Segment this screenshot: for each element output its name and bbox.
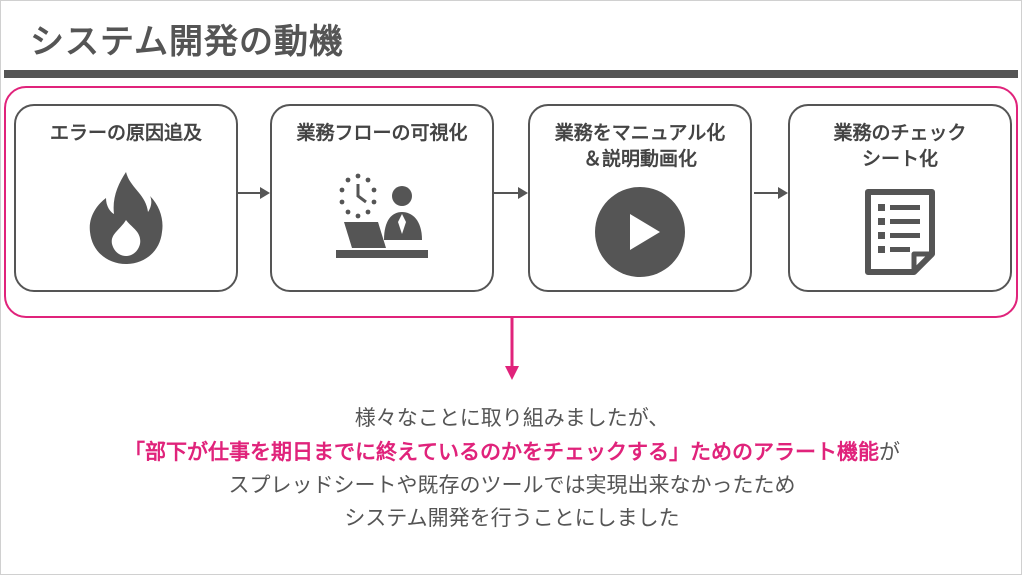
step-label: エラーの原因追及 xyxy=(49,122,202,144)
checklist-document-icon xyxy=(862,188,938,280)
step-card-workflow-visualization: 業務フローの可視化 xyxy=(270,104,494,292)
step-card-checklist: 業務のチェック シート化 xyxy=(788,104,1012,292)
slide-title: システム開発の動機 xyxy=(30,22,344,62)
step-label: 業務をマニュアル化 ＆説明動画化 xyxy=(554,122,726,170)
arrow-right-icon xyxy=(494,187,528,199)
message-line-2-tail: が xyxy=(878,440,900,464)
arrow-right-icon xyxy=(754,187,788,199)
highlight-alert-feature: 「部下が仕事を期日までに終えているのかをチェックする」ためのアラート機能 xyxy=(124,440,879,464)
play-icon xyxy=(594,186,686,282)
worker-clock-icon xyxy=(332,170,432,270)
step-label: 業務のチェック シート化 xyxy=(833,122,967,170)
step-card-manual-video: 業務をマニュアル化 ＆説明動画化 xyxy=(528,104,752,292)
message-line-1: 様々なことに取り組みましたが、 xyxy=(354,406,670,430)
step-card-error-cause: エラーの原因追及 xyxy=(14,104,238,292)
arrow-down-icon xyxy=(505,318,519,380)
message-line-2: 「部下が仕事を期日までに終えているのかをチェックする」ためのアラート機能が xyxy=(0,436,1024,466)
fire-icon xyxy=(86,168,166,272)
title-underline xyxy=(4,70,1018,78)
step-label: 業務フローの可視化 xyxy=(296,122,468,144)
message-line-3: スプレッドシートや既存のツールでは実現出来なかったため xyxy=(228,473,796,497)
arrow-right-icon xyxy=(236,187,270,199)
steps-group-frame xyxy=(4,86,1018,318)
message-line-4: システム開発を行うことにしました xyxy=(344,506,680,530)
